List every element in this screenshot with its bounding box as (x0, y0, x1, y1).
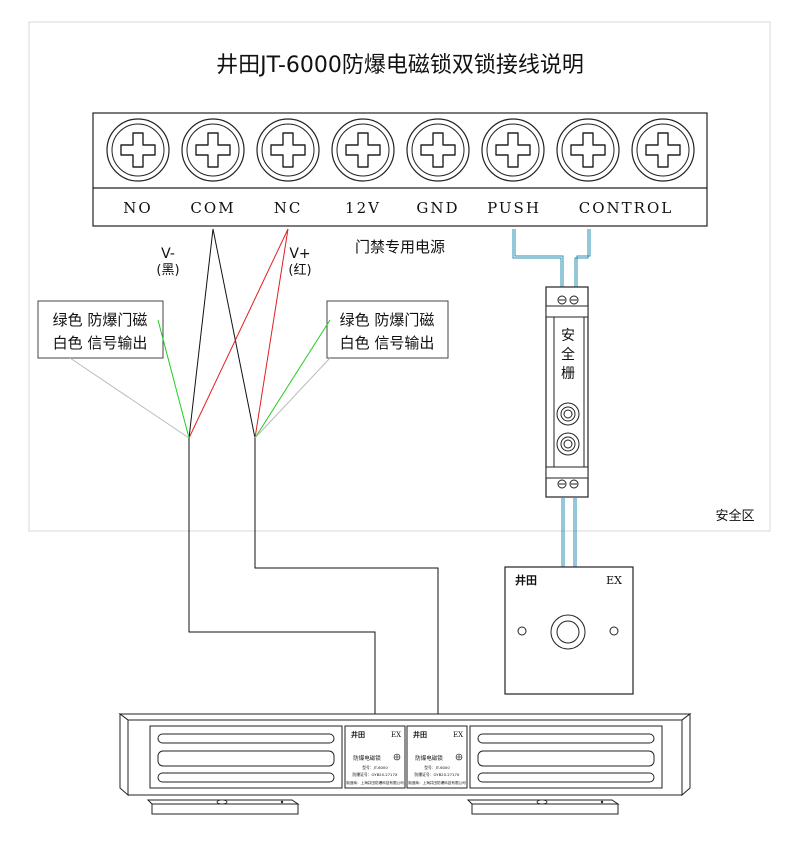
terminal-screw-icon (181, 118, 245, 182)
power-label: 门禁专用电源 (355, 238, 445, 256)
lock-plate-right-maker: 制造商：上海井田防爆科技有限公司 (408, 780, 466, 785)
lock-plate-left-model: 型号：JT-6000 (362, 765, 388, 770)
terminal-screw-icon (331, 118, 395, 182)
left-lock-cable (188, 438, 376, 716)
right-note-line2: 白色 信号输出 (340, 334, 435, 352)
terminal-label-nc: NC (274, 199, 303, 217)
v-minus-label: V- (161, 246, 175, 262)
terminal-label-12v: 12V (345, 199, 381, 217)
terminal-screw-icon (256, 118, 320, 182)
terminal-screw-icon (481, 118, 545, 182)
com-to-left-wire (188, 228, 214, 439)
magnetic-lock: 井田 EX 防爆电磁锁 型号：JT-6000 防爆证号：GYB20.2717X … (118, 713, 692, 797)
exit-button-inner (556, 620, 580, 644)
right-lock-cable (254, 438, 439, 716)
terminal-label-no: NO (123, 199, 152, 217)
right-white-wire (254, 357, 331, 439)
power-wires (69, 228, 439, 716)
terminal-screw-icon (406, 118, 470, 182)
lock-plate-right-model: 型号：JT-6000 (424, 765, 450, 770)
safe-zone-label: 安全区 (715, 508, 754, 524)
terminal-label-gnd: GND (416, 199, 459, 217)
terminal-screw-icon (556, 118, 620, 182)
terminal-screw-icon (631, 118, 695, 182)
safety-barrier: 安全栅 (545, 286, 589, 498)
lock-plate-right-cert: 防爆证号：GYB20.2717X (415, 772, 460, 777)
right-note-line1: 绿色 防爆门磁 (340, 311, 435, 329)
lock-plate-left-cert: 防爆证号：GYB20.2717X (353, 772, 398, 777)
left-note-line1: 绿色 防爆门磁 (53, 311, 148, 329)
armature-plate-left (146, 799, 300, 815)
v-plus-label: V+ (289, 246, 310, 262)
left-green-wire (157, 319, 190, 439)
lock-plate-left-mark: EX (391, 731, 401, 739)
lock-plate-left-maker: 制造商：上海井田防爆科技有限公司 (346, 780, 404, 785)
armature-plate-right (466, 799, 620, 815)
terminal-label-com: COM (190, 199, 235, 217)
lock-plate-right-mark: EX (453, 731, 463, 739)
exit-button: 井田 EX (504, 566, 634, 695)
terminal-screw-icon (106, 118, 170, 182)
barrier-label: 安全栅 (561, 328, 575, 382)
signal-wires (512, 229, 591, 567)
exit-button-screw-right (609, 626, 619, 636)
right-note-box (326, 300, 449, 359)
terminal-label-control: CONTROL (579, 199, 673, 217)
nc-to-left-wire (188, 228, 289, 439)
com-to-right-wire (212, 228, 256, 439)
lock-plate-right-brand: 井田 (413, 730, 427, 739)
safe-zone-frame (28, 21, 771, 532)
diagram-title: 井田JT-6000防爆电磁锁双锁接线说明 (216, 53, 584, 78)
lock-plate-right-name: 防爆电磁锁 (415, 754, 443, 762)
exit-button-mark: EX (606, 574, 622, 587)
lock-plate-left-name: 防爆电磁锁 (353, 754, 381, 762)
terminal-screws (106, 118, 695, 182)
v-minus-color: (黑) (156, 263, 179, 278)
left-note-box (37, 300, 164, 359)
exit-button-brand: 井田 (515, 573, 537, 587)
nc-to-right-wire (254, 228, 289, 439)
right-green-wire (254, 319, 331, 439)
left-white-wire (69, 357, 190, 439)
lock-plate-left-brand: 井田 (351, 730, 365, 739)
v-plus-color: (红) (288, 262, 311, 278)
exit-button-screw-left (517, 626, 527, 636)
left-note-line2: 白色 信号输出 (53, 334, 148, 352)
terminal-label-push: PUSH (487, 199, 541, 217)
